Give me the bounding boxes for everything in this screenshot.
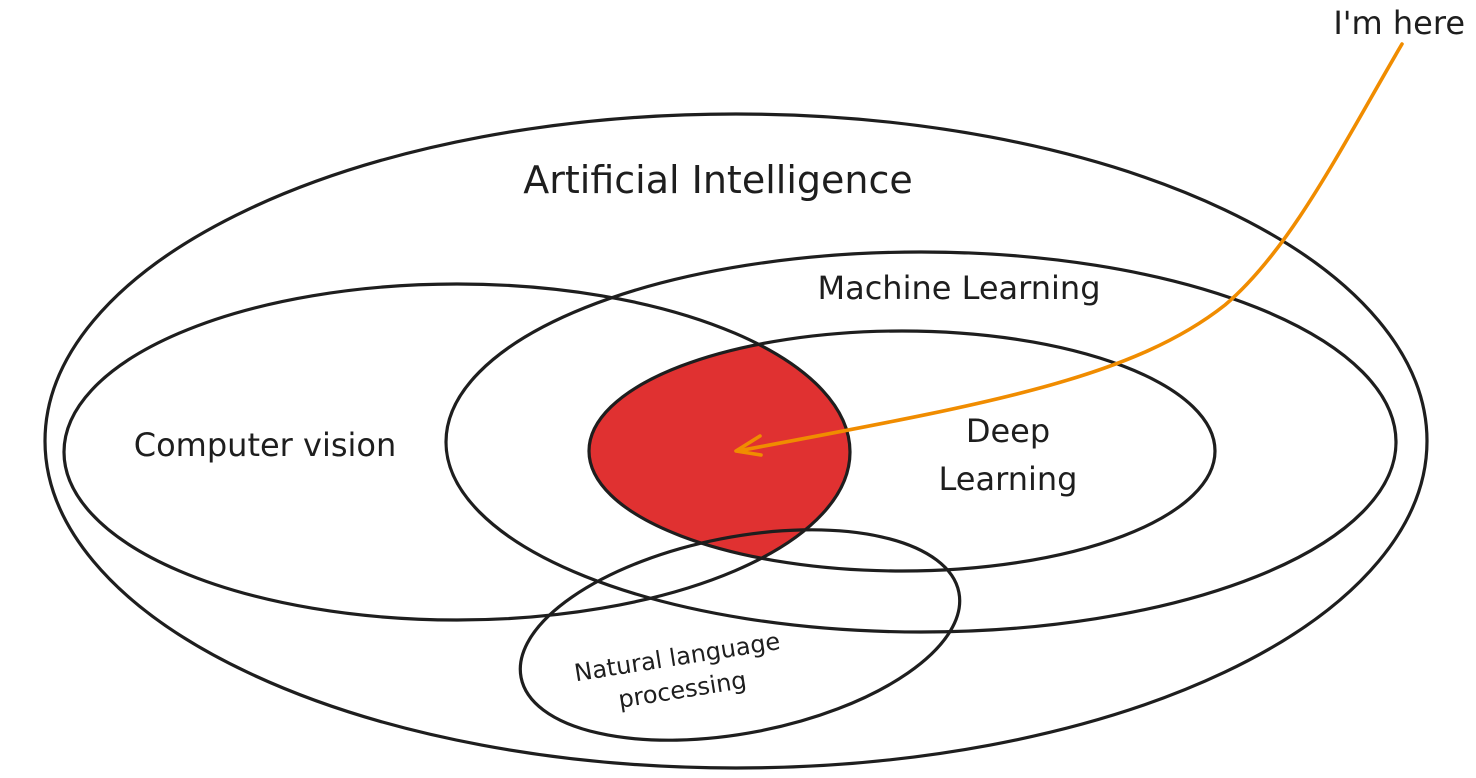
- label-im-here: I'm here: [1333, 4, 1465, 42]
- dl-ellipse: [587, 329, 1217, 573]
- cv-ellipse: [62, 282, 852, 622]
- label-computer-vision: Computer vision: [134, 426, 397, 464]
- label-machine-learning: Machine Learning: [817, 269, 1100, 307]
- label-deep-learning-line2: Learning: [939, 460, 1078, 498]
- ml-ellipse: [444, 250, 1398, 634]
- arrow-line: [736, 42, 1404, 453]
- nlp-ellipse: [518, 528, 962, 742]
- label-deep-learning-line1: Deep: [966, 412, 1050, 450]
- ai-ellipse: [43, 112, 1429, 770]
- label-artificial-intelligence: Artificial Intelligence: [523, 158, 912, 202]
- arrow-head: [734, 434, 763, 457]
